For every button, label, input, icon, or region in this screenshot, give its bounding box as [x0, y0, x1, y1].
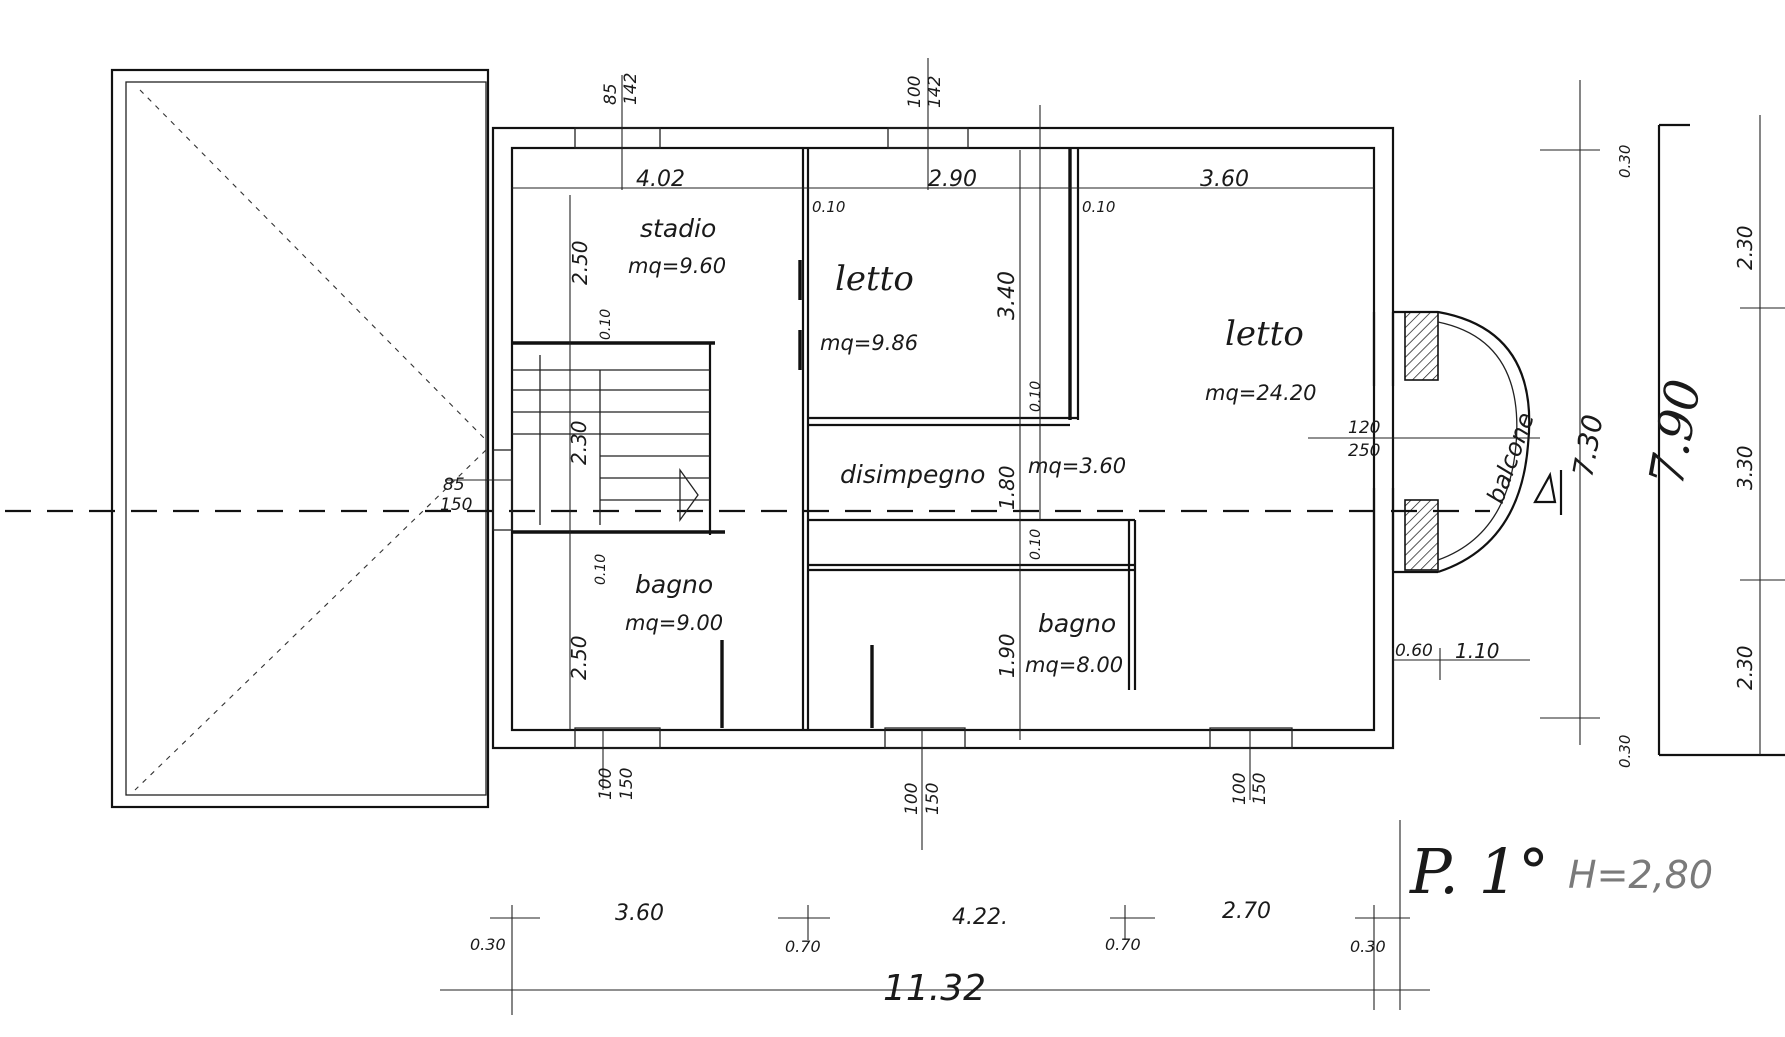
win-left-a: 85 — [443, 475, 465, 495]
room-name-disimpegno: disimpegno — [840, 460, 985, 489]
win-top-left-b: 142 — [621, 73, 641, 105]
dim-bottom-360: 3.60 — [615, 901, 664, 926]
room-area-letto-1: mq=9.86 — [820, 331, 918, 355]
win-bot-left-b: 150 — [617, 768, 637, 800]
win-top-mid-b: 142 — [925, 76, 945, 108]
win-top-mid-a: 100 — [905, 76, 925, 108]
dim-top-360: 3.60 — [1200, 167, 1249, 192]
dim-bottom-030-right: 0.30 — [1350, 937, 1386, 956]
floor-label: P. 1° — [1409, 835, 1549, 908]
dim-bottom-270: 2.70 — [1222, 899, 1271, 924]
room-name-letto-2: letto — [1225, 314, 1304, 354]
room-name-bagno-1: bagno — [635, 570, 713, 599]
dim-top-290: 2.90 — [928, 167, 977, 192]
dim-bottom-422: 4.22. — [952, 905, 1008, 930]
interior-walls — [512, 148, 1137, 730]
win-bot-left-a: 100 — [596, 768, 616, 800]
windows — [492, 127, 1293, 749]
dim-right-230-bot: 2.30 — [1733, 645, 1757, 690]
dim-v-190: 1.90 — [995, 633, 1019, 678]
room-area-bagno-1: mq=9.00 — [625, 611, 723, 635]
section-marker — [1533, 470, 1563, 515]
win-bot-mid-a: 100 — [902, 783, 922, 815]
dim-bottom-030-left: 0.30 — [470, 935, 506, 954]
dim-bottom-070-a: 0.70 — [785, 937, 821, 956]
win-left-b: 150 — [440, 495, 472, 515]
room-area-letto-2: mq=24.20 — [1205, 381, 1317, 405]
dim-big-790: 7.90 — [1639, 375, 1713, 490]
win-bot-mid-b: 150 — [923, 783, 943, 815]
room-name-letto-1: letto — [835, 259, 914, 299]
win-right-b: 250 — [1348, 441, 1380, 461]
dim-right-030-top: 0.30 — [1616, 145, 1634, 178]
dim-top-402: 4.02 — [636, 167, 685, 192]
dim-right-230-top: 2.30 — [1733, 225, 1757, 270]
win-bot-right-b: 150 — [1250, 773, 1270, 805]
roof-block — [110, 68, 490, 809]
win-top-left-a: 85 — [601, 83, 621, 105]
win-right-a: 120 — [1348, 418, 1380, 438]
room-name-bagno-2: bagno — [1038, 609, 1116, 638]
dim-right-330: 3.30 — [1733, 445, 1757, 490]
dimension-lines — [440, 58, 1785, 1015]
dim-total-length: 11.32 — [883, 968, 986, 1009]
dim-010-a: 0.10 — [812, 198, 845, 216]
dim-010-c: 0.10 — [598, 309, 614, 340]
dim-right-030-bot: 0.30 — [1616, 735, 1634, 768]
dim-v-730: 7.30 — [1566, 412, 1609, 479]
dim-v-250-bagno: 2.50 — [567, 635, 591, 680]
room-name-balcone: balcone — [1481, 409, 1540, 507]
staircase — [512, 355, 710, 525]
dim-010-f: 0.10 — [1028, 529, 1044, 560]
dim-side-060: 0.60 — [1395, 641, 1433, 661]
dim-v-340: 3.40 — [995, 271, 1020, 320]
room-area-studio: mq=9.60 — [628, 254, 726, 278]
dim-v-180: 1.80 — [995, 465, 1019, 510]
dim-010-d: 0.10 — [593, 554, 609, 585]
dim-v-250-studio: 2.50 — [568, 240, 592, 285]
win-bot-right-a: 100 — [1230, 773, 1250, 805]
balcony — [1372, 310, 1531, 574]
room-area-bagno-2: mq=8.00 — [1025, 653, 1123, 677]
dim-bottom-070-b: 0.70 — [1105, 935, 1141, 954]
dim-010-e: 0.10 — [1028, 381, 1044, 412]
room-area-disimpegno: mq=3.60 — [1028, 454, 1126, 478]
dim-side-110: 1.10 — [1455, 639, 1500, 663]
dim-v-230-stair: 2.30 — [567, 420, 591, 465]
floor-height: H=2,80 — [1568, 853, 1713, 897]
exterior-walls — [491, 126, 1395, 750]
dim-010-b: 0.10 — [1082, 198, 1115, 216]
room-name-studio: stadio — [640, 214, 716, 243]
